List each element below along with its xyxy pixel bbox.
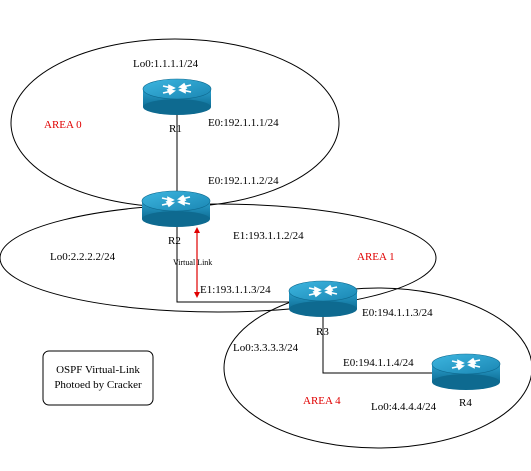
r1-loopback-label: Lo0:1.1.1.1/24	[133, 58, 199, 70]
area1-label: AREA 1	[357, 251, 395, 263]
area0-label: AREA 0	[44, 119, 82, 131]
r3-loopback-label: Lo0:3.3.3.3/24	[233, 342, 299, 354]
r3-e1-label: E1:193.1.1.3/24	[200, 284, 271, 296]
r3-e0-label: E0:194.1.1.3/24	[362, 307, 433, 319]
r2-e1-label: E1:193.1.1.2/24	[233, 230, 304, 242]
r2-name: R2	[168, 235, 181, 247]
virtual-link-label: Virtual Link	[173, 258, 212, 267]
r4-loopback-label: Lo0:4.4.4.4/24	[371, 401, 437, 413]
r3-name: R3	[316, 326, 329, 338]
caption-box	[42, 350, 154, 406]
caption-line-1: OSPF Virtual-Link	[56, 364, 140, 376]
r1-name: R1	[169, 123, 182, 135]
link-r2-r3	[176, 220, 292, 303]
router-icon-r3	[288, 280, 358, 318]
r1-e0-label: E0:192.1.1.1/24	[208, 117, 279, 129]
link-r3-r4	[322, 310, 440, 374]
area4-boundary	[223, 287, 531, 449]
area4-label: AREA 4	[303, 395, 341, 407]
caption-line-2: Photoed by Cracker	[54, 379, 142, 391]
r4-name: R4	[459, 397, 472, 409]
r2-e0-label: E0:192.1.1.2/24	[208, 175, 279, 187]
r4-e0-label: E0:194.1.1.4/24	[343, 357, 414, 369]
router-icon-r1	[142, 78, 212, 116]
router-icon-r2	[141, 190, 211, 228]
area1-boundary	[0, 203, 437, 313]
r2-loopback-label: Lo0:2.2.2.2/24	[50, 251, 116, 263]
router-icon-r4	[431, 353, 501, 391]
